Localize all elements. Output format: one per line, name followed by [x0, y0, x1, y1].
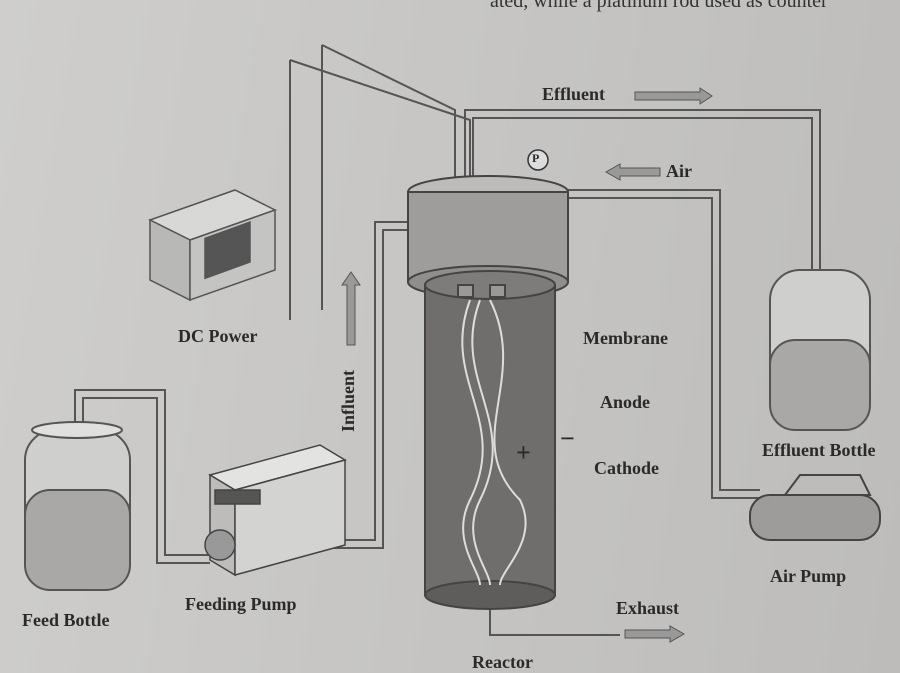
reactor: [407, 175, 569, 610]
label-feeding-pump: Feeding Pump: [185, 594, 297, 614]
label-effluent: Effluent: [542, 84, 605, 104]
label-air: Air: [666, 161, 692, 181]
label-reactor: Reactor: [472, 652, 533, 672]
cathode-minus: −: [560, 424, 575, 453]
label-effluent-bottle: Effluent Bottle: [762, 440, 876, 460]
exhaust-pipe: [489, 600, 620, 636]
label-influent: Influent: [338, 369, 358, 432]
label-dc-power: DC Power: [178, 326, 258, 346]
air-arrow: [604, 163, 661, 181]
label-exhaust: Exhaust: [616, 598, 680, 618]
label-feed-bottle: Feed Bottle: [22, 610, 110, 630]
effluent-arrow: [634, 87, 713, 105]
label-membrane: Membrane: [583, 328, 668, 348]
effluent-bottle: [769, 269, 871, 431]
exhaust-arrow: [624, 625, 686, 643]
label-anode: Anode: [600, 392, 651, 412]
feeding-pump: [204, 444, 347, 577]
page-text-fragment: ated, while a platinum rod used as count…: [490, 0, 828, 12]
pressure-gauge: [527, 149, 549, 171]
power-wires: [289, 44, 471, 320]
influent-arrow: [341, 271, 361, 346]
label-cathode: Cathode: [594, 458, 660, 478]
anode-plus: +: [516, 438, 531, 467]
dc-power-supply: [148, 189, 277, 302]
air-pump: [749, 474, 881, 541]
feed-bottle: [24, 421, 131, 591]
label-pressure: P: [532, 151, 540, 165]
label-air-pump: Air Pump: [770, 566, 847, 586]
